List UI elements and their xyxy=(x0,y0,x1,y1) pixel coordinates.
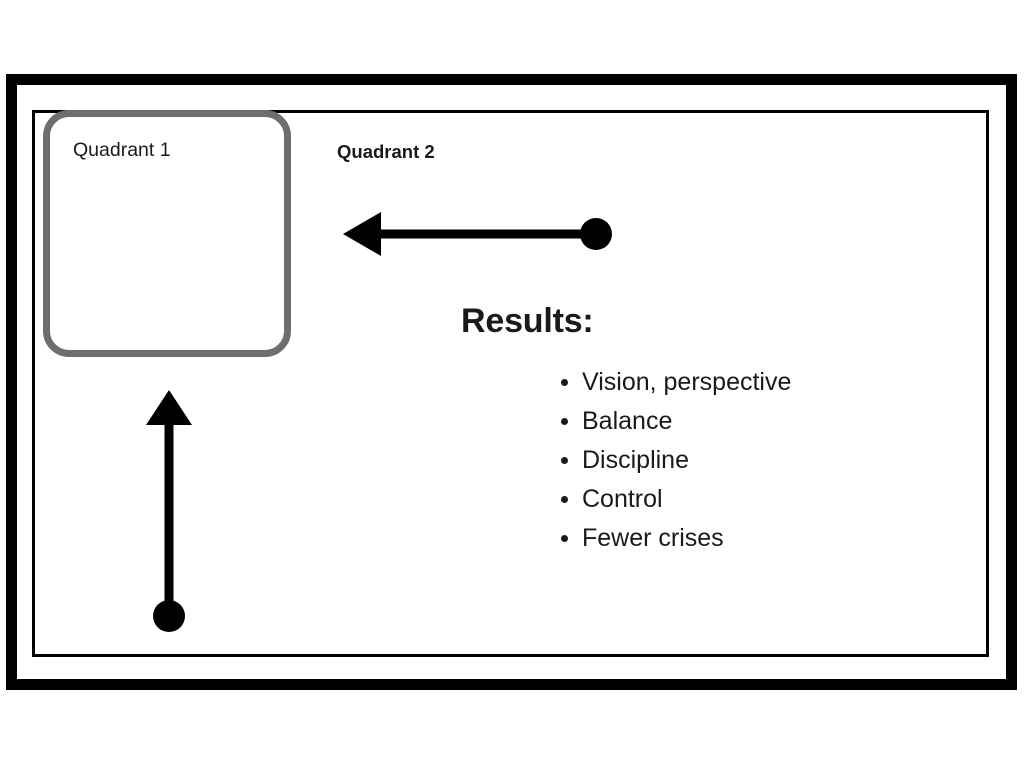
bullet-icon xyxy=(561,379,568,386)
bullet-icon xyxy=(561,418,568,425)
list-item: Control xyxy=(561,480,791,519)
quadrant-1-box[interactable] xyxy=(43,110,291,357)
list-item: Vision, perspective xyxy=(561,363,792,402)
list-item-label: Control xyxy=(582,485,663,513)
list-item-label: Fewer crises xyxy=(582,524,724,552)
list-item: Discipline xyxy=(561,441,791,480)
results-heading: Results: xyxy=(461,302,594,340)
bullet-icon xyxy=(561,535,568,542)
bullet-icon xyxy=(561,457,568,464)
results-list: Vision, perspective Balance Discipline C… xyxy=(547,363,791,558)
quadrant-2-label: Quadrant 2 xyxy=(337,141,435,162)
quadrant-1-label: Quadrant 1 xyxy=(73,139,171,161)
list-item: Fewer crises xyxy=(561,519,791,558)
list-item-label: Discipline xyxy=(582,446,689,474)
list-item-label: Balance xyxy=(582,407,673,435)
bullet-icon xyxy=(561,496,568,503)
list-item-label: Vision, perspective xyxy=(582,368,792,396)
list-item: Balance xyxy=(561,402,791,441)
